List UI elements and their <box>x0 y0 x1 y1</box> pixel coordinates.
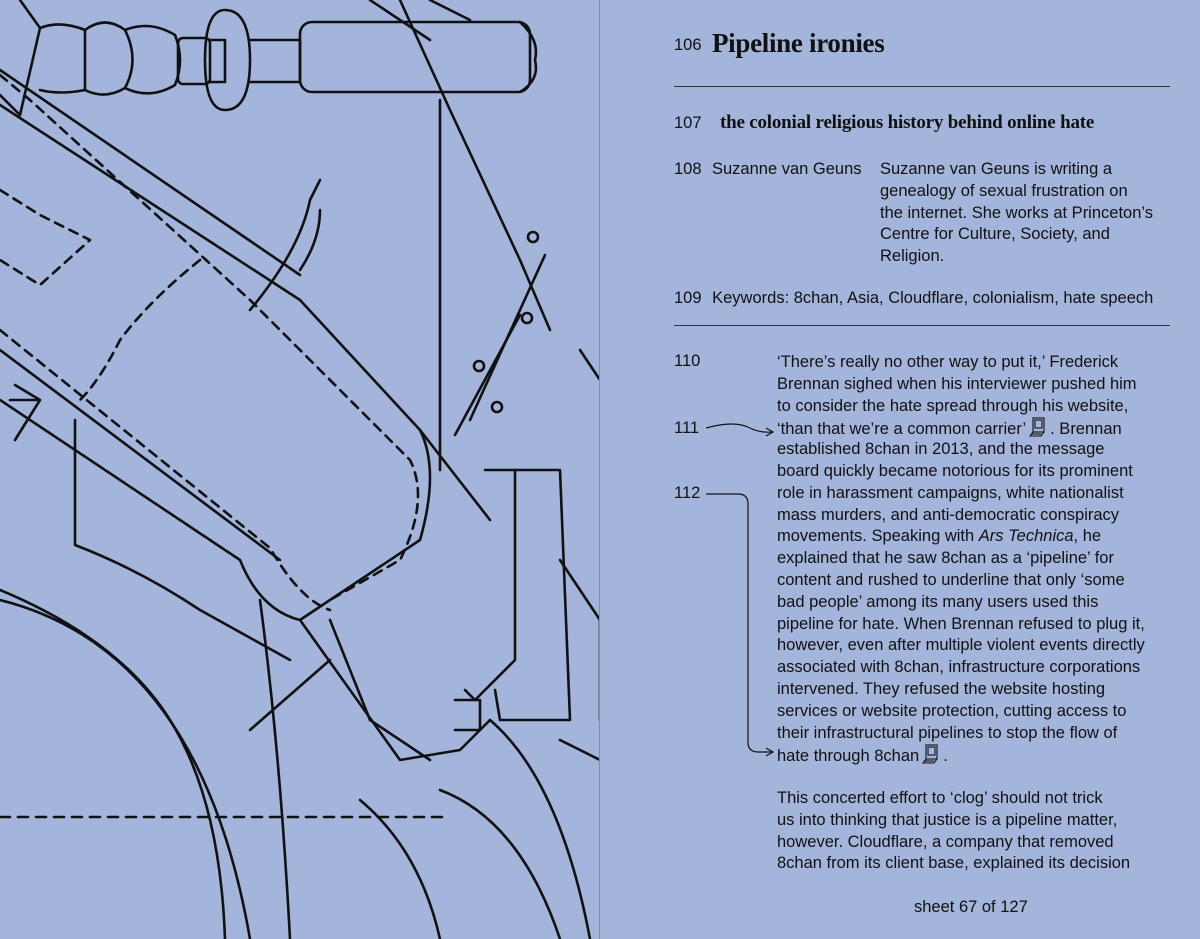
body-line: content and rushed to underline that onl… <box>777 570 1125 589</box>
body-line: 8chan from its client base, explained it… <box>777 854 1131 873</box>
keywords-list: 8chan, Asia, Cloudflare, colonialism, ha… <box>793 289 1154 307</box>
body-line: associated with 8chan, infrastructure co… <box>777 658 1141 677</box>
body-line: pipeline for hate. When Brennan refused … <box>777 614 1145 633</box>
quote-text: ‘than that we’re a common carrier’ <box>777 420 1027 439</box>
arrow-line-111 <box>705 423 773 433</box>
author-bio: Suzanne van Geuns is writing a genealogy… <box>880 159 1170 268</box>
line-number: 108 <box>674 160 702 178</box>
body-line: intervened. They refused the website hos… <box>777 679 1106 698</box>
publication-name: Ars Technica <box>978 527 1074 546</box>
text-page: 106 Pipeline ironies 107 the colonial re… <box>600 0 1200 939</box>
bio-line: Suzanne van Geuns is writing a <box>880 160 1113 178</box>
line-art-illustration <box>0 0 600 939</box>
chapter-title-row: 106 Pipeline ironies <box>674 28 885 59</box>
bio-line: Centre for Culture, Society, and <box>880 225 1110 244</box>
body-line: however, even after multiple violent eve… <box>777 636 1145 655</box>
body-line: their infrastructural pipelines to stop … <box>777 723 1118 742</box>
body-line: services or website protection, cutting … <box>777 701 1127 720</box>
body-line: movements. Speaking with Ars Technica, h… <box>777 526 1177 548</box>
reference-icon[interactable] <box>1029 417 1047 437</box>
body-text-segment: . <box>943 747 948 766</box>
body-line: hate through 8chan. <box>777 744 1177 766</box>
line-number: 106 <box>674 36 702 54</box>
body-line: mass murders, and anti-democratic conspi… <box>777 505 1120 524</box>
bio-line: Religion. <box>880 247 945 266</box>
arrow-line-112 <box>706 493 772 753</box>
line-number: 111 <box>674 419 700 437</box>
body-line: to consider the hate spread through his … <box>777 396 1129 415</box>
reference-icon[interactable] <box>922 744 940 764</box>
divider <box>674 325 1170 326</box>
bio-line: the internet. She works at Princeton’s <box>880 203 1154 222</box>
author-name: Suzanne van Geuns <box>712 160 862 178</box>
body-text: ‘There’s really no other way to put it,’… <box>777 352 1177 875</box>
arrow-head-112 <box>765 747 775 757</box>
body-line: bad people’ among its many users used th… <box>777 592 1099 611</box>
body-line: established 8chan in 2013, and the messa… <box>777 440 1105 459</box>
keywords-label: Keywords: <box>712 289 790 307</box>
keywords-row: 109 Keywords: 8chan, Asia, Cloudflare, c… <box>674 289 1153 308</box>
line-number: 112 <box>674 484 701 502</box>
body-line: Brennan sighed when his interviewer push… <box>777 374 1137 393</box>
body-line: us into thinking that justice is a pipel… <box>777 810 1118 829</box>
body-line: explained that he saw 8chan as a ‘pipeli… <box>777 549 1114 568</box>
arrow-head-111 <box>765 427 775 437</box>
line-number: 107 <box>674 114 702 132</box>
page-gutter <box>599 0 600 939</box>
body-line: ‘than that we’re a common carrier’ . Bren… <box>777 417 1177 439</box>
lower-structure <box>0 0 600 939</box>
sheet-counter: sheet 67 of 127 <box>914 898 1028 916</box>
body-text-segment: movements. Speaking with <box>777 527 979 546</box>
quote-continuation: . Brennan <box>1050 420 1122 439</box>
chapter-subtitle: the colonial religious history behind on… <box>719 112 1095 133</box>
divider <box>674 86 1170 87</box>
body-line: role in harassment campaigns, white nati… <box>777 483 1124 502</box>
mechanical-fitting <box>0 0 538 117</box>
paragraph-gap <box>777 766 1177 788</box>
diagonal-tube <box>0 68 432 622</box>
body-text-segment: hate through 8chan <box>777 747 920 766</box>
body-line: ‘There’s really no other way to put it,’… <box>777 353 1119 371</box>
body-line: board quickly became notorious for its p… <box>777 461 1133 480</box>
line-number: 109 <box>674 289 702 307</box>
body-text-segment: , he <box>1073 527 1102 546</box>
line-number: 110 <box>674 352 701 370</box>
bio-line: genealogy of sexual frustration on <box>880 181 1128 200</box>
chapter-title: Pipeline ironies <box>711 28 885 58</box>
body-line: This concerted effort to ‘clog’ should n… <box>777 788 1103 807</box>
body-line: however. Cloudflare, a company that remo… <box>777 832 1114 851</box>
subtitle-row: 107 the colonial religious history behin… <box>674 112 1094 134</box>
